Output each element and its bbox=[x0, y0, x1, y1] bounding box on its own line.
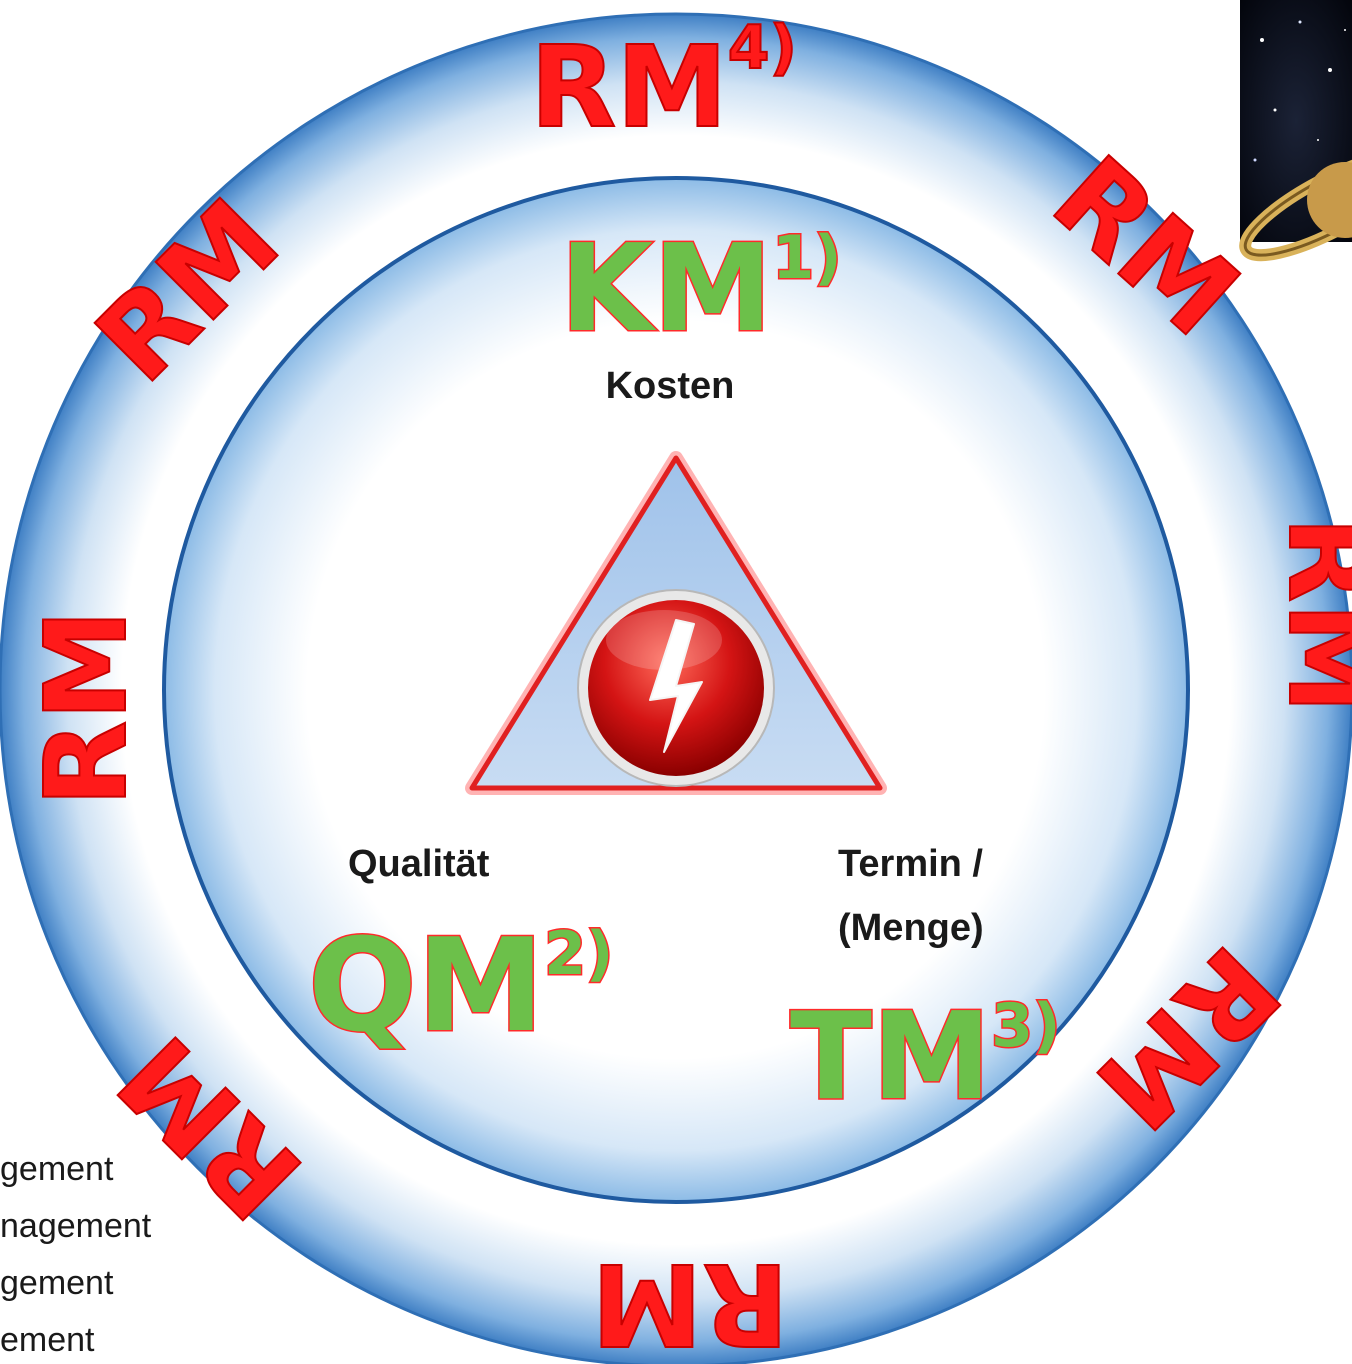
ring-label-bottom: RM bbox=[591, 1238, 789, 1364]
cost-label: Kosten bbox=[606, 365, 735, 407]
time-label-line2: (Menge) bbox=[838, 907, 984, 949]
legend-item-1: gement bbox=[0, 1150, 114, 1188]
time-management-label: TM3) bbox=[790, 988, 1060, 1127]
legend-item-4: ement bbox=[0, 1321, 95, 1359]
time-label-line1: Termin / bbox=[838, 843, 983, 885]
outer-ring-border bbox=[0, 12, 1352, 1364]
saturn-image bbox=[1239, 0, 1352, 262]
ring-label-right: RM bbox=[1263, 516, 1352, 714]
ring-label-top: RM4) bbox=[530, 13, 797, 153]
inner-circle-border bbox=[162, 176, 1190, 1204]
lightning-bolt-icon bbox=[577, 589, 775, 787]
legend-item-3: gement bbox=[0, 1264, 114, 1302]
ring-label-left: RM bbox=[22, 609, 152, 807]
cost-management-label: KM1) bbox=[560, 220, 842, 359]
quality-management-label: QM2) bbox=[308, 912, 613, 1061]
quality-label: Qualität bbox=[348, 843, 490, 885]
legend-item-2: nagement bbox=[0, 1207, 152, 1245]
